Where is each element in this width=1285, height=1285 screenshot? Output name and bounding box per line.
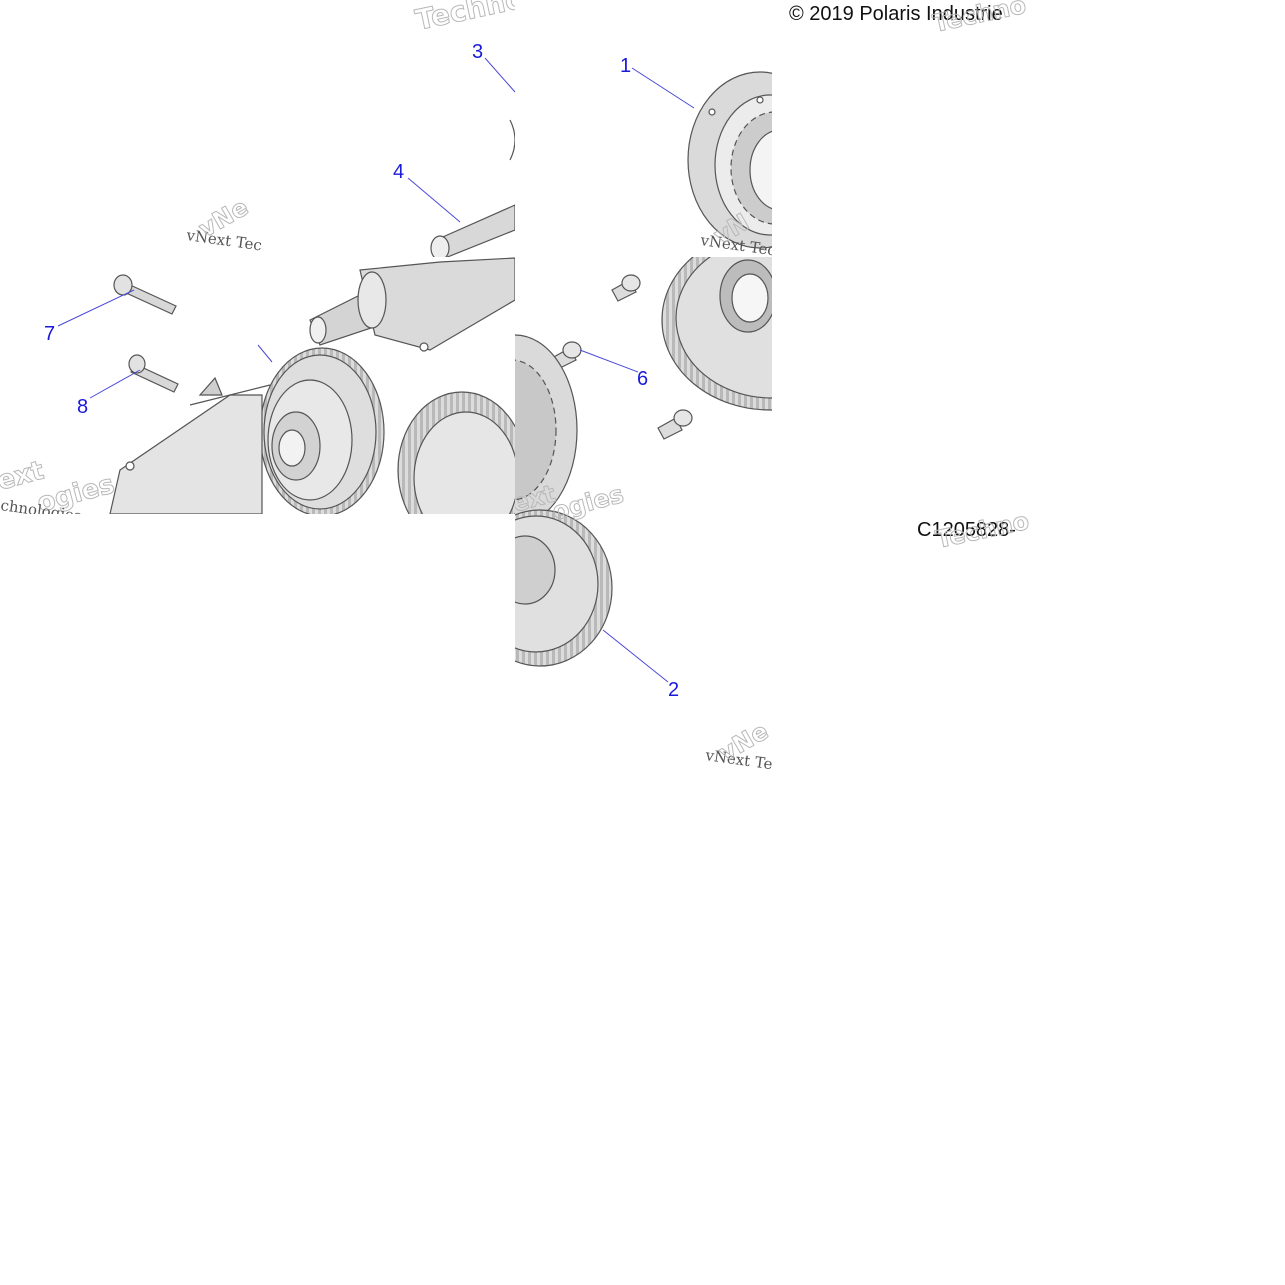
shaft-part (430, 204, 515, 257)
leader-line-7 (57, 289, 135, 327)
leader-line-2 (602, 629, 669, 683)
leader-line-gear (257, 344, 273, 363)
ring-gear-part (515, 509, 613, 667)
watermark-outline: Technolo (413, 0, 556, 37)
callout-8: 8 (77, 396, 88, 418)
tile-top-middle: vNext Tec vN (687, 71, 772, 257)
leader-line-8 (89, 369, 141, 399)
callout-6: 6 (637, 368, 648, 390)
flywheel-part (661, 257, 772, 411)
starter-motor-body-part (109, 376, 271, 514)
sprag-clutch-part (687, 71, 772, 249)
bolt-part-6a (611, 274, 641, 302)
callout-2: 2 (668, 679, 679, 701)
starter-shaft-part (309, 257, 515, 352)
tile-top-left: Technolo vNext Tec vNe (184, 0, 556, 257)
leader-line-4 (407, 177, 461, 223)
callout-1: 1 (620, 55, 631, 77)
leader-line-3 (484, 57, 516, 93)
tile-right-middle: ext ogies vNext Tec vNe (515, 257, 772, 772)
leader-line-1 (631, 67, 695, 109)
leader-line-6 (579, 349, 639, 373)
callout-7: 7 (44, 323, 55, 345)
bolt-part-7 (113, 274, 177, 315)
callout-3: 3 (472, 41, 483, 63)
sprag-clutch-edge-part (515, 334, 578, 526)
watermark-outline: Techno (933, 507, 1031, 554)
copyright-text: © 2019 Polaris Industrie (789, 3, 1003, 25)
bolt-part-8 (128, 354, 179, 393)
callout-4: 4 (393, 161, 404, 183)
figure-code: C1205828- (917, 519, 1016, 541)
reduction-gear-part (259, 347, 385, 514)
flywheel-gear-part (397, 391, 515, 514)
gear-edge-part (509, 119, 515, 161)
bolt-part-6c (657, 409, 693, 440)
